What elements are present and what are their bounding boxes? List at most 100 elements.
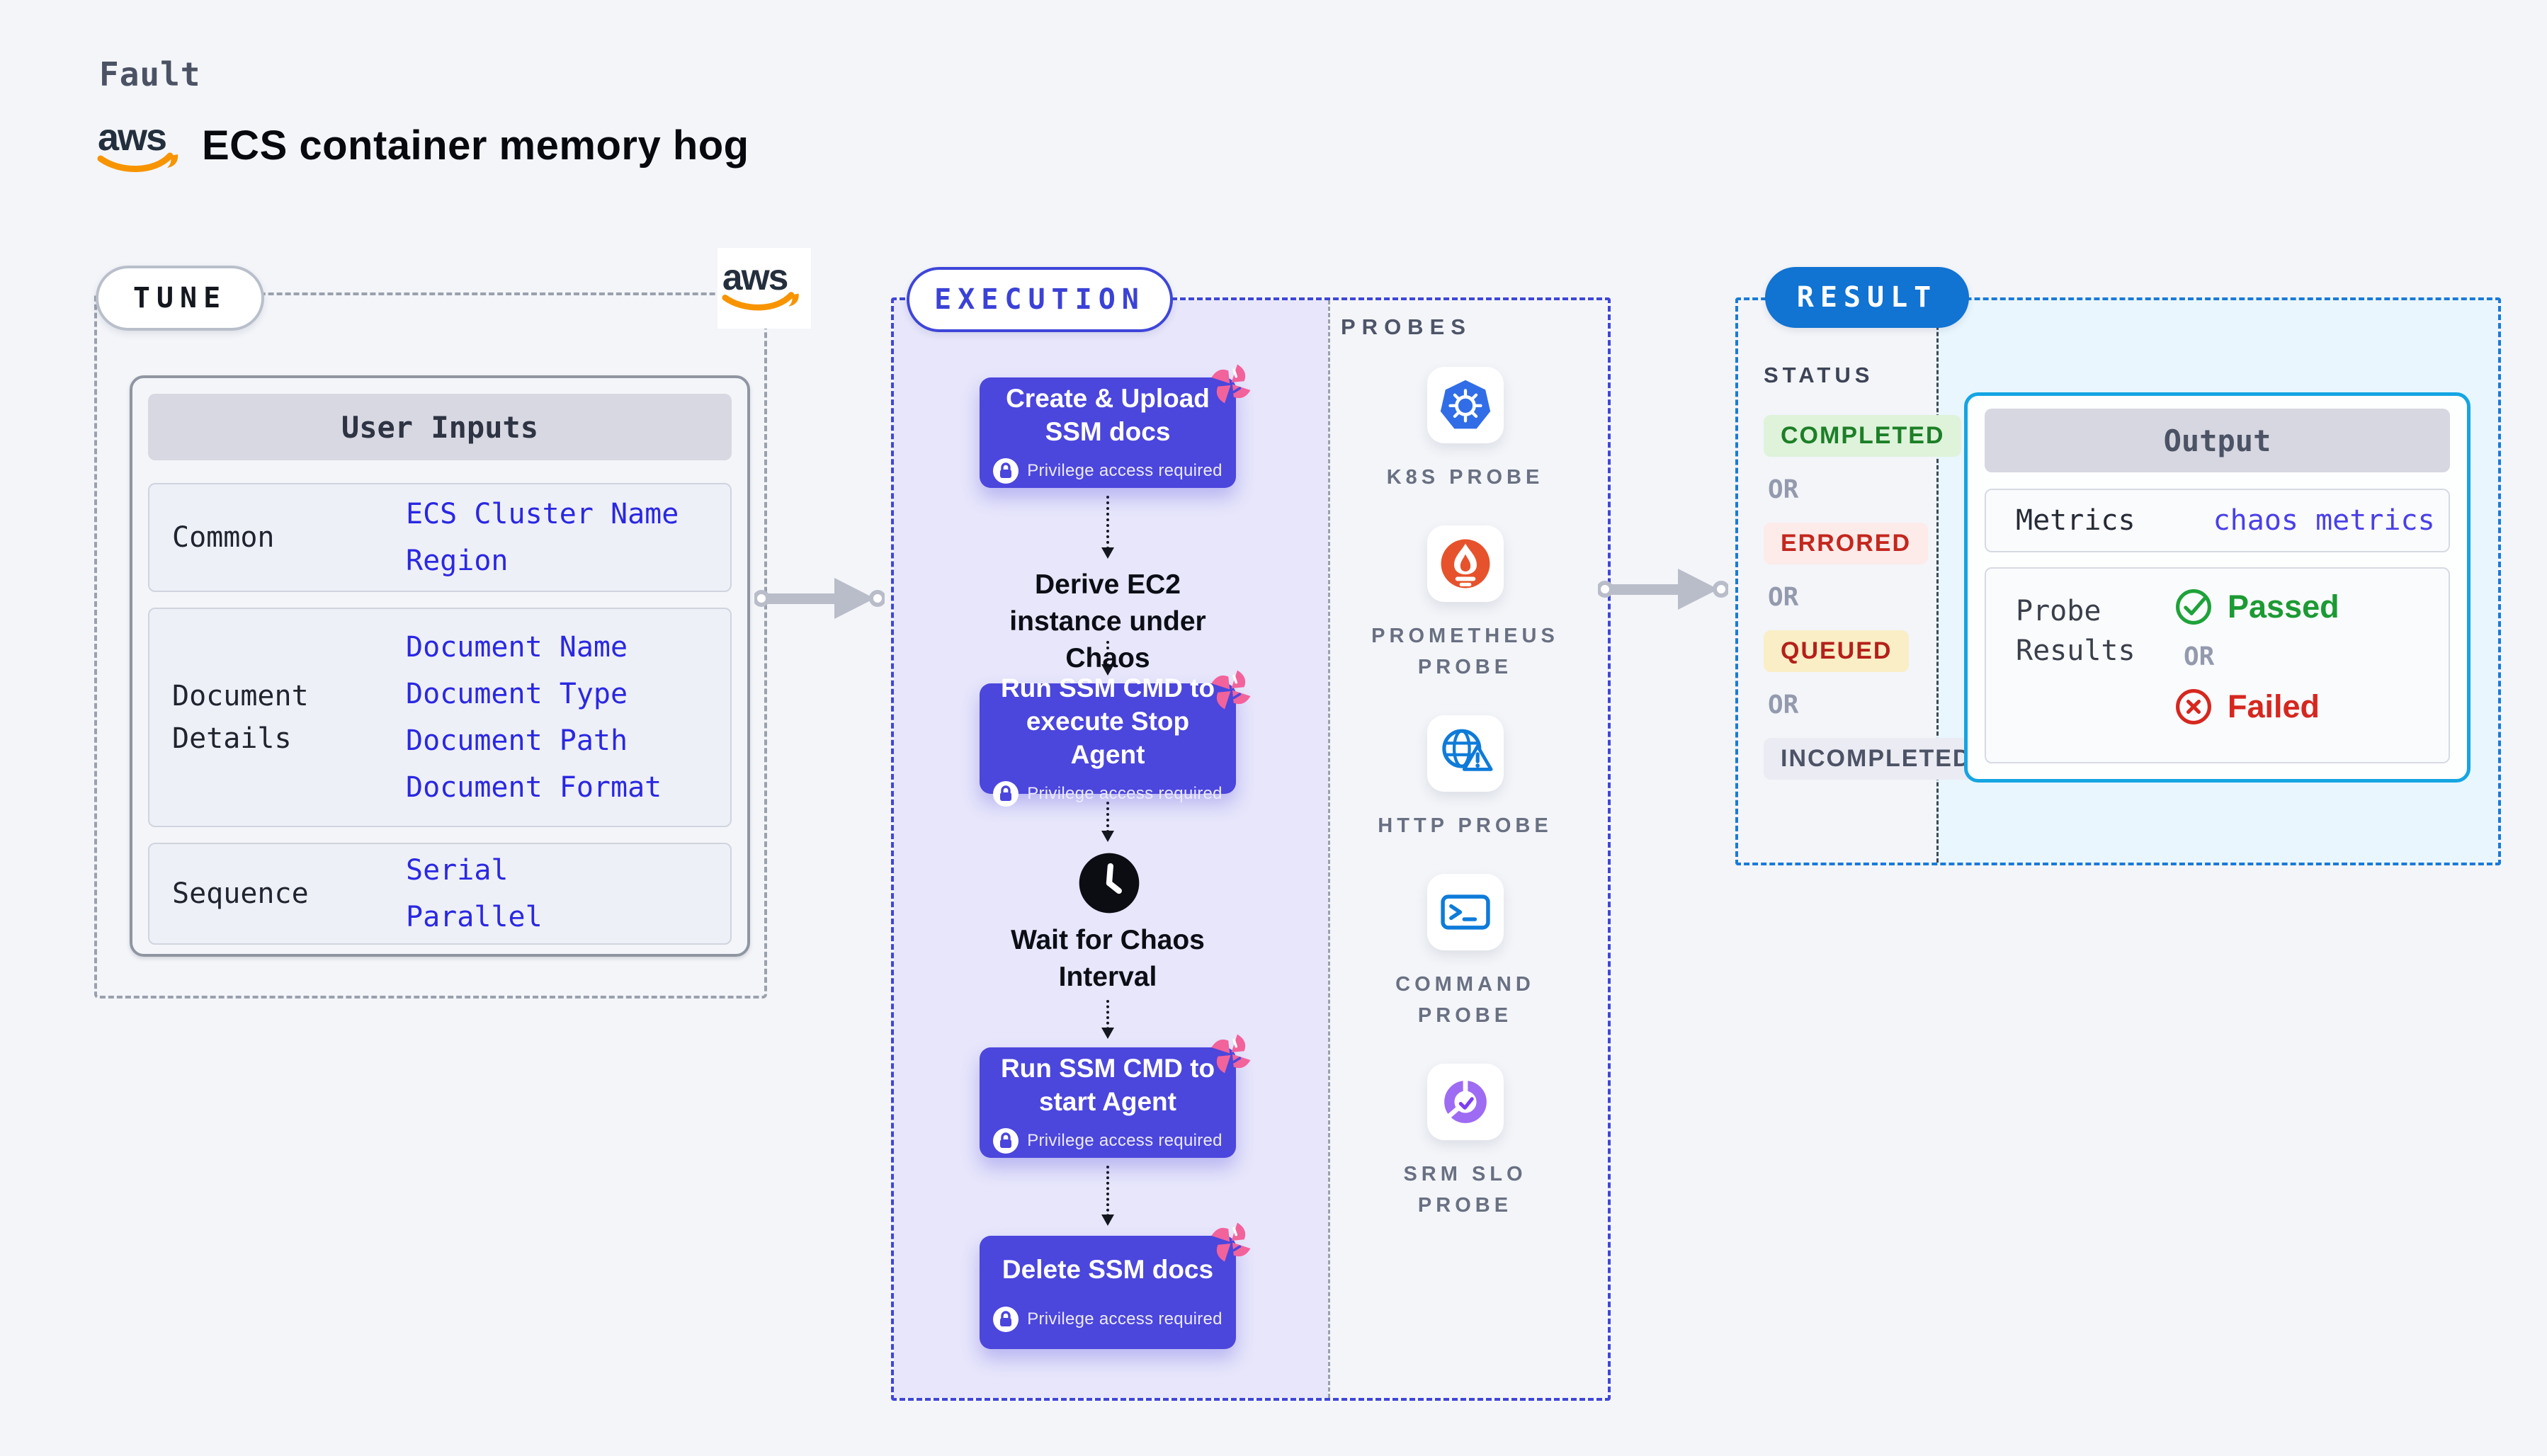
privilege-label: Privilege access required — [1027, 783, 1223, 803]
probe-tile — [1426, 874, 1504, 950]
srm-slo-icon — [1443, 1078, 1487, 1123]
flow-connector — [1101, 496, 1114, 559]
probes-list: K8S PROBE PROMETHEUS PROBE — [1325, 367, 1605, 1221]
value-item: Document Path — [406, 724, 628, 757]
probe-label: PROMETHEUS PROBE — [1371, 625, 1559, 678]
probe-results-label: Probe Results — [2016, 595, 2135, 667]
value-item: Parallel — [406, 901, 543, 933]
failed-label: Failed — [2228, 688, 2320, 724]
step-title: Run SSM CMD to start Agent — [1000, 1054, 1215, 1116]
lock-icon — [993, 1306, 1019, 1332]
metrics-row: Metrics chaos metrics — [1985, 489, 2450, 552]
step-text-derive-ec2-instance: Derive EC2 instance under Chaos — [1009, 569, 1206, 673]
fault-kicker: Fault — [99, 55, 201, 93]
probe-item-command: COMMAND PROBE — [1359, 874, 1572, 1031]
row-values: ECS Cluster Name Region — [406, 491, 679, 584]
value-item: Document Name — [406, 631, 628, 664]
privilege-label: Privilege access required — [1027, 1131, 1223, 1150]
status-badge-incompleted: INCOMPLETED — [1764, 738, 1989, 780]
step-text-wait-for-chaos-interval: Wait for Chaos Interval — [1011, 925, 1205, 992]
aws-icon — [721, 257, 807, 319]
probe-label: K8S PROBE — [1386, 466, 1544, 489]
output-header: Output — [1985, 409, 2450, 472]
result-pill: RESULT — [1765, 267, 1969, 328]
probe-item-srm-slo: SRM SLO PROBE — [1359, 1064, 1572, 1221]
execution-pill: EXECUTION — [907, 267, 1173, 332]
user-inputs-card: User Inputs Common ECS Cluster Name Regi… — [130, 375, 750, 957]
user-inputs-row-document-details: Document Details Document Name Document … — [148, 608, 732, 827]
row-label: Sequence — [172, 877, 309, 910]
probe-label: SRM SLO PROBE — [1403, 1163, 1527, 1217]
flow-connector — [1101, 1166, 1114, 1226]
probe-tile — [1426, 1064, 1504, 1140]
probe-item-http: HTTP PROBE — [1359, 715, 1572, 841]
or-separator: OR — [1768, 690, 1799, 720]
probe-results-row: Probe Results Passed OR Faile — [1985, 567, 2450, 763]
step-title: Run SSM CMD to execute Stop Agent — [1000, 673, 1215, 769]
aws-logo — [96, 116, 187, 181]
or-separator: OR — [1768, 475, 1799, 504]
output-card: Output Metrics chaos metrics Probe Resul… — [1964, 392, 2471, 783]
user-inputs-row-common: Common ECS Cluster Name Region — [148, 483, 732, 592]
tune-pill: TUNE — [96, 266, 264, 331]
kubernetes-icon — [1440, 380, 1490, 429]
value-item: Document Format — [406, 771, 662, 804]
prometheus-icon — [1441, 539, 1490, 588]
privilege-label: Privilege access required — [1027, 1309, 1223, 1329]
probe-tile — [1426, 367, 1504, 443]
flow-connector — [1101, 802, 1114, 842]
value-item: ECS Cluster Name — [406, 498, 679, 530]
row-values: Document Name Document Type Document Pat… — [406, 624, 662, 811]
terminal-icon — [1440, 894, 1490, 930]
probe-item-prometheus: PROMETHEUS PROBE — [1359, 525, 1572, 683]
chaos-pinwheel-icon — [1209, 362, 1253, 406]
value-item: Region — [406, 545, 509, 577]
tune-section-box — [94, 292, 767, 999]
probe-label: COMMAND PROBE — [1395, 973, 1535, 1027]
status-output-divider — [1936, 300, 1939, 863]
flow-connector — [1101, 641, 1114, 676]
step-card-run-ssm-cmd-stop-agent: Run SSM CMD to execute Stop Agent Privil… — [980, 668, 1253, 807]
probe-tile — [1426, 715, 1504, 792]
value-item: Serial — [406, 854, 509, 887]
or-separator: OR — [1768, 583, 1799, 612]
chaos-pinwheel-icon — [1209, 1032, 1253, 1076]
chaos-pinwheel-icon — [1209, 1220, 1253, 1264]
probe-tile — [1426, 525, 1504, 602]
privilege-label: Privilege access required — [1027, 461, 1223, 480]
passed-verdict: Passed — [2174, 587, 2339, 627]
aws-logo-badge — [717, 248, 811, 329]
status-badge-errored: ERRORED — [1764, 523, 1929, 564]
user-inputs-row-sequence: Sequence Serial Parallel — [148, 843, 732, 945]
metrics-value: chaos metrics — [2213, 504, 2435, 537]
probes-heading: PROBES — [1341, 314, 1472, 339]
lock-icon — [993, 1128, 1019, 1154]
tune-to-execution-arrow — [754, 573, 885, 624]
step-card-delete-ssm-docs: Delete SSM docs Privilege access require… — [980, 1220, 1253, 1349]
x-circle-icon — [2176, 689, 2211, 724]
probes-divider-line — [1328, 300, 1330, 1398]
flow-connector — [1101, 1000, 1114, 1039]
or-separator: OR — [2184, 642, 2215, 671]
status-badge-completed: COMPLETED — [1764, 415, 1962, 457]
row-values: Serial Parallel — [406, 847, 543, 940]
probe-label: HTTP PROBE — [1378, 814, 1553, 837]
execution-to-result-arrow — [1598, 564, 1728, 615]
chaos-pinwheel-icon — [1209, 668, 1253, 712]
privilege-row: Privilege access required — [993, 458, 1223, 484]
step-title: Create & Upload SSM docs — [1006, 384, 1210, 446]
probe-results-verdicts: Passed OR Failed — [2174, 587, 2339, 727]
status-badge-queued: QUEUED — [1764, 630, 1910, 672]
clock-icon — [1079, 853, 1140, 914]
privilege-row: Privilege access required — [993, 1128, 1223, 1154]
lock-icon — [993, 458, 1019, 484]
metrics-label: Metrics — [2016, 504, 2135, 537]
page-title: ECS container memory hog — [202, 123, 749, 169]
probe-item-k8s: K8S PROBE — [1359, 367, 1572, 493]
user-inputs-header: User Inputs — [148, 394, 732, 460]
step-title: Delete SSM docs — [1002, 1255, 1214, 1285]
privilege-row: Privilege access required — [993, 1306, 1223, 1332]
failed-verdict: Failed — [2174, 687, 2339, 727]
row-label: Document Details — [172, 680, 309, 755]
